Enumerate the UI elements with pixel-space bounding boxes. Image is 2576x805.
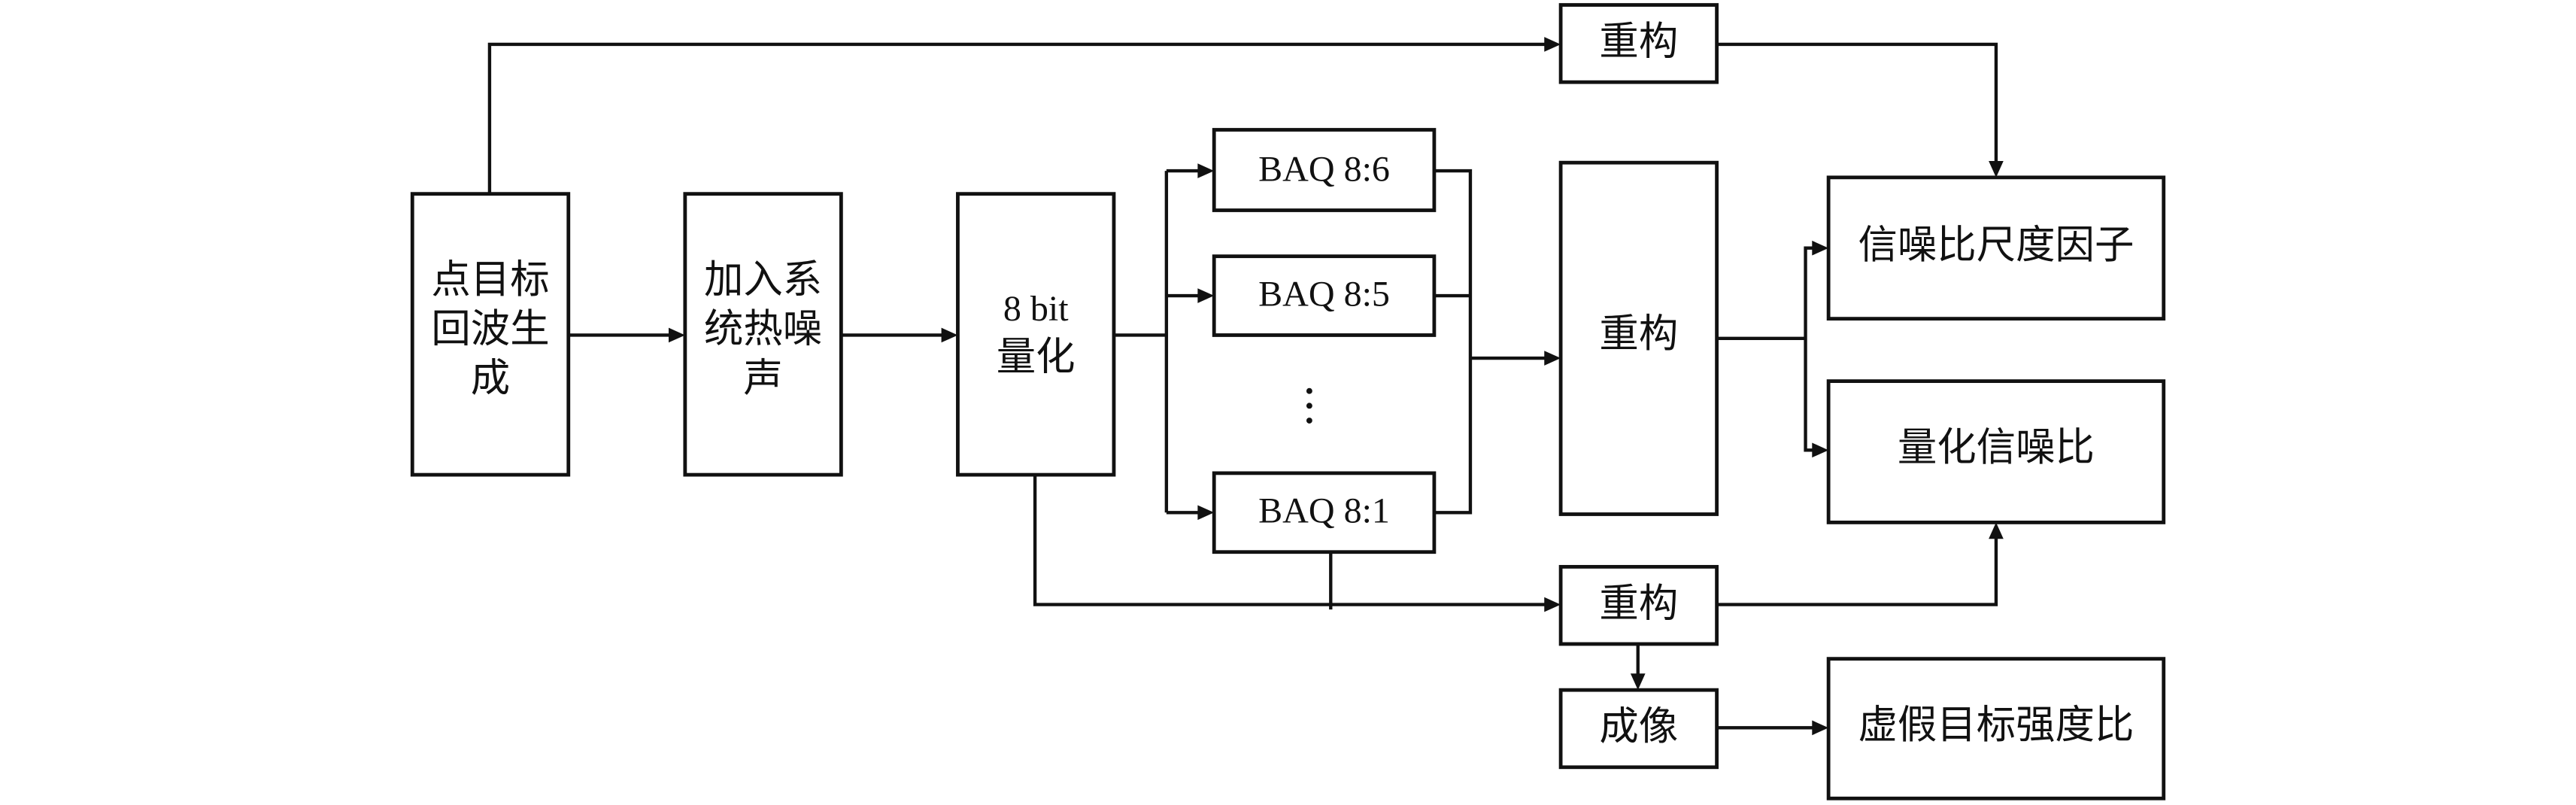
node-label: 虚假目标强度比 [1858, 702, 2134, 748]
node-label-line: 加入系 [704, 257, 822, 302]
edge-recon-mid-split [1716, 246, 1817, 452]
ellipsis-dot [1306, 418, 1312, 424]
node-echo-generation: 点目标 回波生 成 [410, 192, 571, 477]
node-reconstruction-top: 重构 [1558, 3, 1719, 84]
node-box [1558, 160, 1719, 516]
node-false-target-intensity-ratio: 虚假目标强度比 [1826, 657, 2166, 800]
edge-echo-to-recon-top [487, 42, 1549, 194]
node-box [1826, 379, 2166, 524]
edge-recon-top-to-snr [1716, 42, 1998, 166]
node-label: 重构 [1599, 311, 1678, 357]
edge-quant-to-recon-bot [1033, 475, 1549, 606]
node-box [1558, 564, 1719, 646]
node-quantization-snr: 量化信噪比 [1826, 379, 2166, 524]
node-label-line: 量化 [997, 334, 1076, 380]
node-reconstruction-bottom: 重构 [1558, 564, 1719, 646]
node-label: 重构 [1599, 580, 1678, 626]
baq-ellipsis [1306, 387, 1312, 424]
node-box [1558, 3, 1719, 84]
node-box [1212, 471, 1437, 554]
node-label-line: 回波生 [431, 306, 549, 352]
node-box [1826, 657, 2166, 800]
arrowhead [1812, 240, 1829, 256]
arrowhead [1989, 522, 2004, 539]
arrowhead [941, 327, 958, 343]
arrowhead [1197, 288, 1215, 303]
arrowhead [1197, 163, 1215, 178]
arrowhead [1544, 597, 1561, 612]
node-box [1558, 688, 1719, 770]
node-baq-8-6: BAQ 8:6 [1212, 128, 1437, 212]
node-baq-8-5: BAQ 8:5 [1212, 254, 1437, 337]
node-box [1212, 128, 1437, 212]
node-box [410, 192, 571, 477]
node-box [956, 192, 1116, 477]
node-label-line: 声 [743, 355, 782, 401]
arrowhead [669, 327, 685, 343]
node-baq-8-1: BAQ 8:1 [1212, 471, 1437, 554]
node-add-thermal-noise: 加入系 统热噪 声 [683, 192, 843, 477]
node-label: 信噪比尺度因子 [1858, 222, 2134, 268]
node-label-line: 统热噪 [704, 306, 822, 352]
node-imaging: 成像 [1558, 688, 1719, 770]
node-label-line: 点目标 [431, 257, 549, 302]
edge-recon-bot-to-qsnr [1716, 533, 1998, 606]
arrowhead [1630, 673, 1646, 691]
node-box [1212, 254, 1437, 337]
ellipsis-dot [1306, 387, 1312, 394]
arrowhead [1812, 442, 1829, 458]
node-label: 成像 [1599, 703, 1678, 749]
node-label: BAQ 8:6 [1258, 149, 1390, 189]
node-label: BAQ 8:5 [1258, 274, 1390, 314]
arrowhead [1812, 720, 1829, 736]
arrowhead [1989, 161, 2004, 178]
node-label-line: 8 bit [1003, 289, 1069, 329]
edge-baq-merge-bus [1434, 169, 1549, 515]
node-box [683, 192, 843, 477]
node-label: 量化信噪比 [1898, 424, 2095, 470]
edge-quant-to-baq-bus [1113, 171, 1169, 513]
node-label: 重构 [1599, 18, 1678, 64]
node-reconstruction-middle: 重构 [1558, 160, 1719, 516]
node-box [1826, 175, 2166, 321]
arrowhead [1544, 351, 1561, 366]
arrowhead [1197, 505, 1215, 521]
node-snr-scale-factor: 信噪比尺度因子 [1826, 175, 2166, 321]
arrowhead [1544, 37, 1561, 52]
node-label-line: 成 [471, 355, 510, 401]
node-label: BAQ 8:1 [1258, 491, 1390, 531]
node-8bit-quantization: 8 bit 量化 [956, 192, 1116, 477]
ellipsis-dot [1306, 402, 1312, 409]
connectors [487, 37, 2004, 736]
